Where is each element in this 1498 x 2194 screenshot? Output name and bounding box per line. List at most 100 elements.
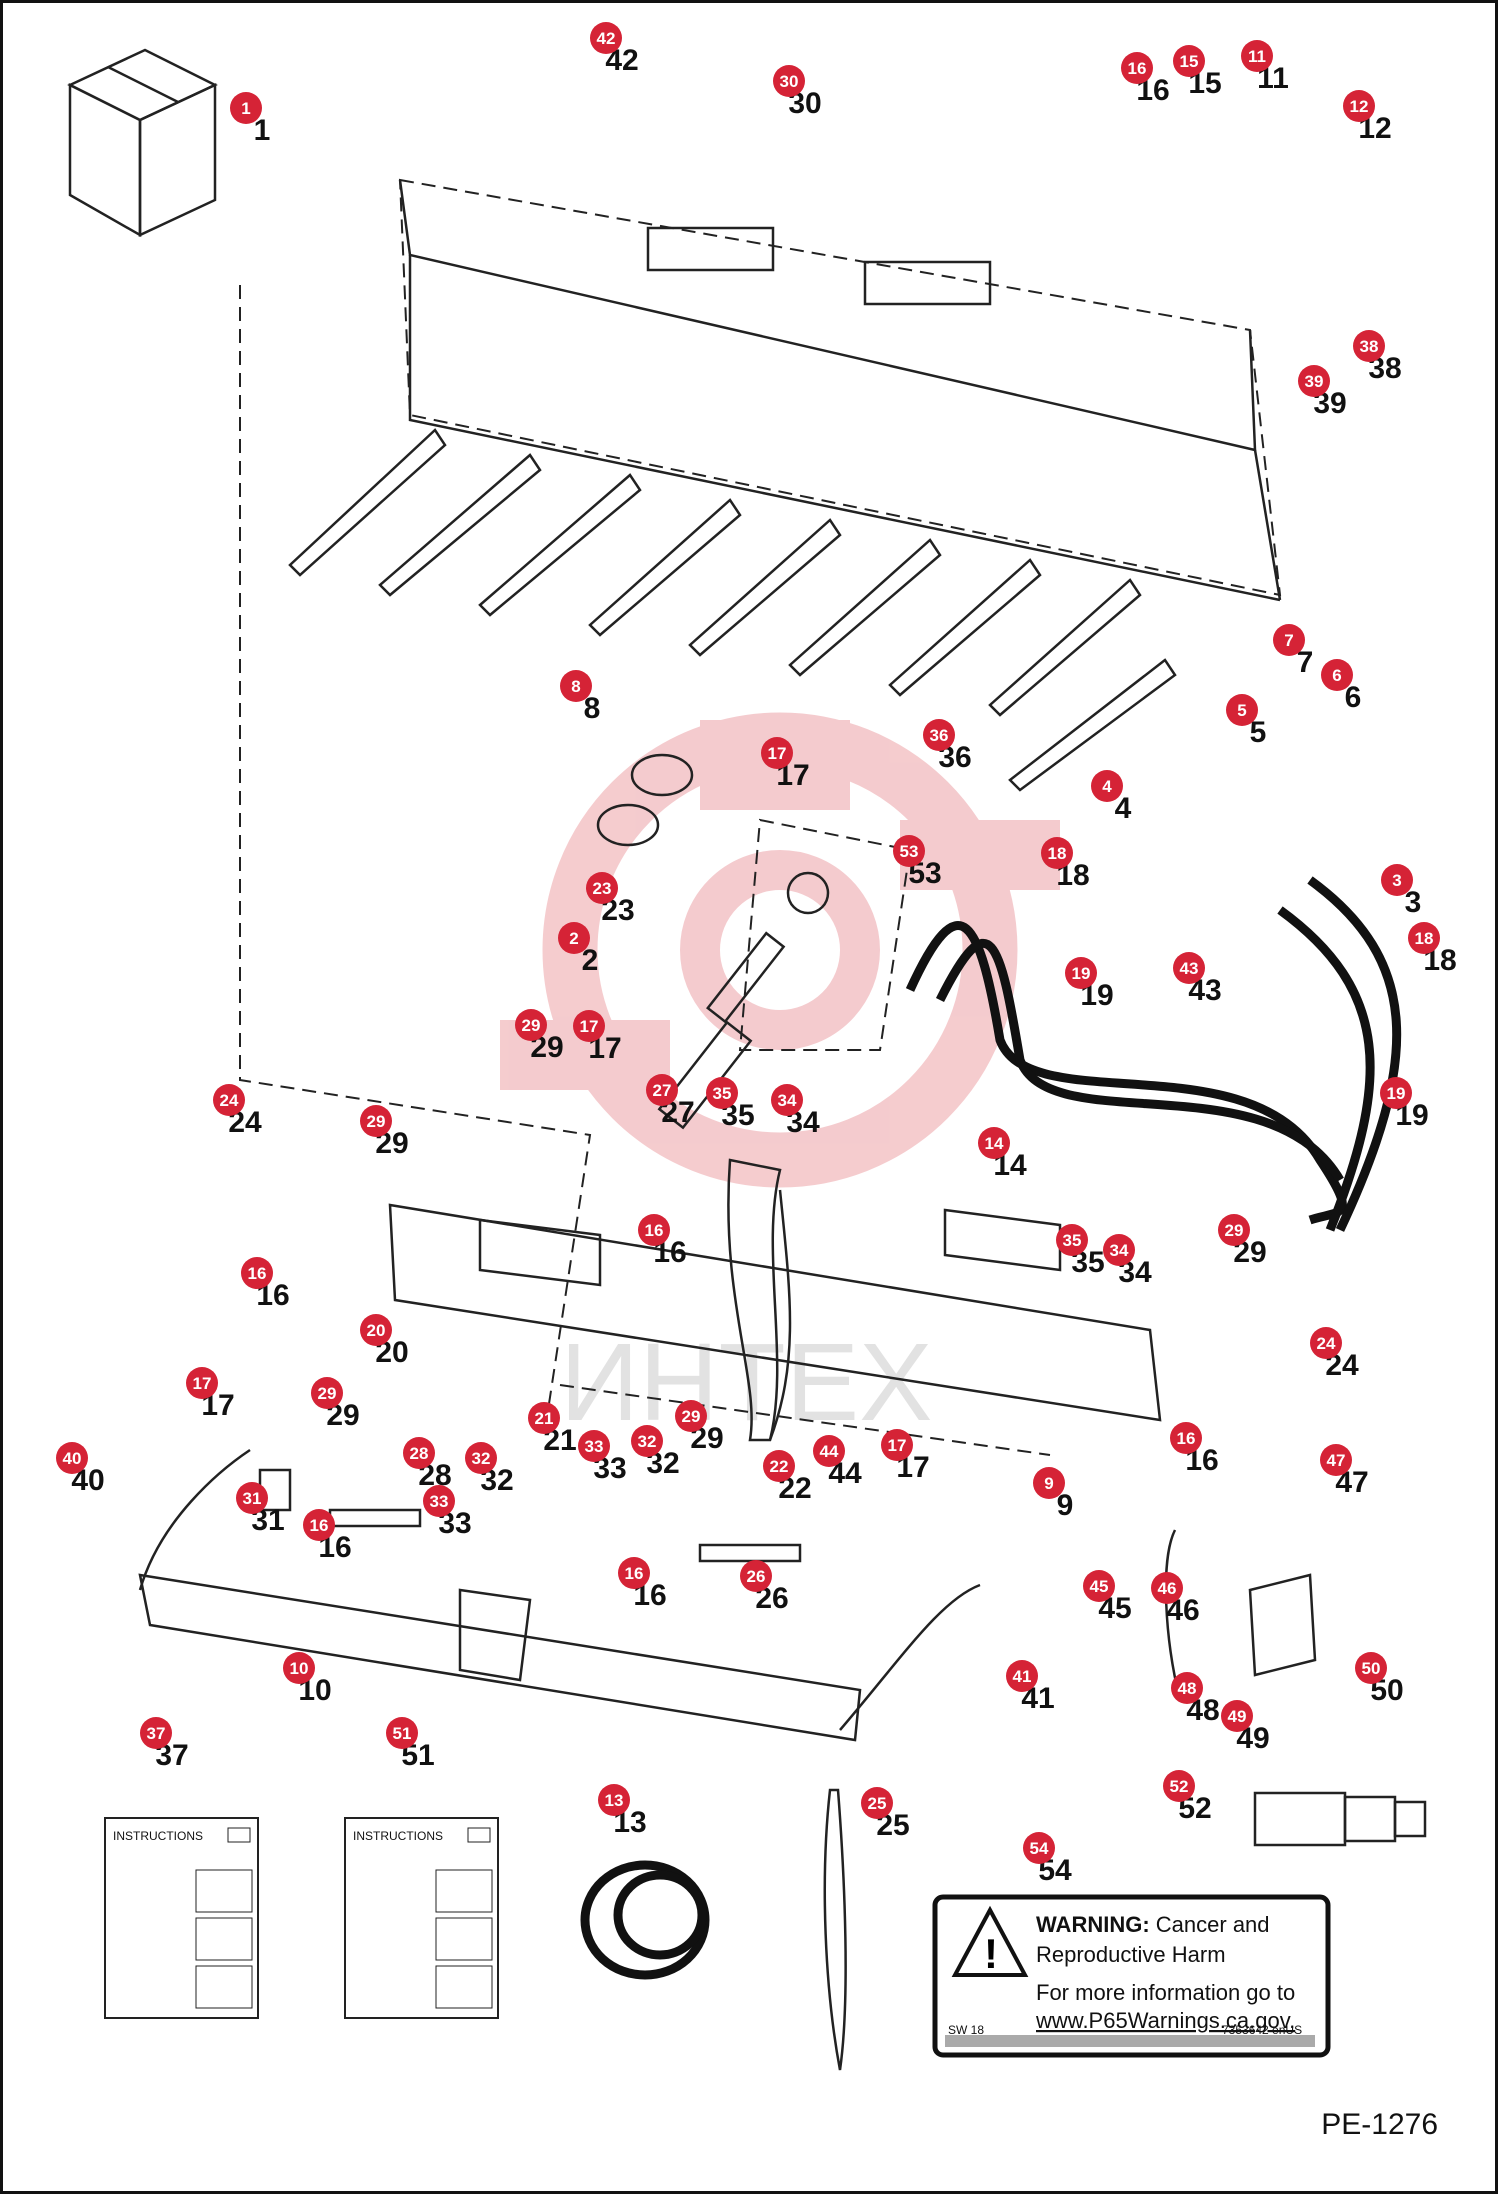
instructions-card-51: INSTRUCTIONS	[344, 1817, 499, 2019]
callout-badge-number: 11	[1248, 47, 1266, 66]
callout-7: 77	[1273, 624, 1313, 679]
callout-badge	[465, 1442, 497, 1474]
callout-badge	[1381, 864, 1413, 896]
callout-badge	[1006, 1660, 1038, 1692]
callout-badge	[1226, 694, 1258, 726]
page-code: PE-1276	[1321, 2108, 1438, 2141]
callout-5: 55	[1226, 694, 1266, 749]
callout-badge	[403, 1437, 435, 1469]
callout-badge-number: 35	[1063, 1231, 1082, 1250]
callout-badge-number: 53	[900, 842, 919, 861]
callout-badge	[706, 1077, 738, 1109]
callout-badge-number: 47	[1327, 1451, 1346, 1470]
callout-badge-number: 16	[645, 1221, 664, 1240]
barcode	[945, 2035, 1315, 2047]
callout-badge-number: 25	[868, 1794, 887, 1813]
warning-info-url: www.P65Warnings.ca.gov.	[1035, 2008, 1295, 2033]
callout-badge-number: 29	[318, 1384, 337, 1403]
mount-bar	[388, 1158, 1162, 1456]
callout-badge	[771, 1084, 803, 1116]
lower-frame	[138, 1448, 981, 1742]
callout-badge	[598, 1784, 630, 1816]
callout-badge-number: 17	[193, 1374, 212, 1393]
callout-badge	[1273, 624, 1305, 656]
card-51-title: INSTRUCTIONS	[353, 1829, 443, 1843]
callout-badge-number: 28	[410, 1444, 429, 1463]
callout-badge-number: 7	[1284, 631, 1293, 650]
callout-badge-number: 44	[820, 1442, 839, 1461]
callout-badge-number: 18	[1415, 929, 1434, 948]
callout-badge-number: 30	[780, 72, 799, 91]
callout-badge-number: 1	[241, 99, 250, 118]
callout-number: 3	[1405, 886, 1422, 919]
callout-badge-number: 48	[1178, 1679, 1197, 1698]
callout-badge-number: 18	[1048, 844, 1067, 863]
callout-badge-number: 15	[1180, 52, 1199, 71]
callout-3: 33	[1381, 864, 1421, 919]
callout-badge-number: 29	[522, 1016, 541, 1035]
callout-badge-number: 19	[1072, 964, 1091, 983]
quick-coupler	[1253, 1791, 1427, 1847]
watermark-text: ИНТЕХ	[560, 1321, 932, 1444]
shipping-box	[67, 48, 218, 238]
callout-badge-number: 51	[393, 1724, 412, 1743]
warning-info-line1: For more information go to	[1036, 1980, 1295, 2005]
callout-badge	[283, 1652, 315, 1684]
callout-badge-number: 12	[1350, 97, 1369, 116]
callout-badge-number: 33	[585, 1437, 604, 1456]
hose-coil	[580, 1860, 710, 1980]
callout-9: 99	[1033, 1467, 1073, 1522]
callout-badge-number: 45	[1090, 1577, 1109, 1596]
callout-4: 44	[1091, 770, 1132, 825]
callout-badge	[578, 1430, 610, 1462]
callout-badge	[528, 1402, 560, 1434]
callout-badge-number: 14	[985, 1134, 1004, 1153]
callout-badge-number: 27	[653, 1081, 672, 1100]
callout-badge	[1056, 1224, 1088, 1256]
bucket-tooth	[823, 1788, 847, 2071]
callout-badge	[631, 1425, 663, 1457]
callout-badge	[893, 835, 925, 867]
callout-badge-number: 5	[1237, 701, 1246, 720]
card-37-title: INSTRUCTIONS	[113, 1829, 203, 1843]
callout-badge	[360, 1105, 392, 1137]
callout-badge	[1221, 1700, 1253, 1732]
callout-number: 5	[1250, 716, 1267, 749]
callout-badge	[761, 737, 793, 769]
callout-badge	[1091, 770, 1123, 802]
callout-badge	[1170, 1422, 1202, 1454]
callout-badge-number: 49	[1228, 1707, 1247, 1726]
callout-badge	[763, 1450, 795, 1482]
callout-1: 11	[230, 92, 270, 147]
callout-badge-number: 34	[1110, 1241, 1129, 1260]
o-rings	[596, 753, 694, 847]
callout-badge-number: 41	[1013, 1667, 1032, 1686]
callout-badge	[590, 22, 622, 54]
callout-6: 66	[1321, 659, 1361, 714]
callout-badge	[1310, 1327, 1342, 1359]
warning-title-bold: WARNING:	[1036, 1912, 1150, 1937]
callout-badge	[1041, 837, 1073, 869]
callout-badge	[386, 1717, 418, 1749]
callout-badge	[773, 65, 805, 97]
